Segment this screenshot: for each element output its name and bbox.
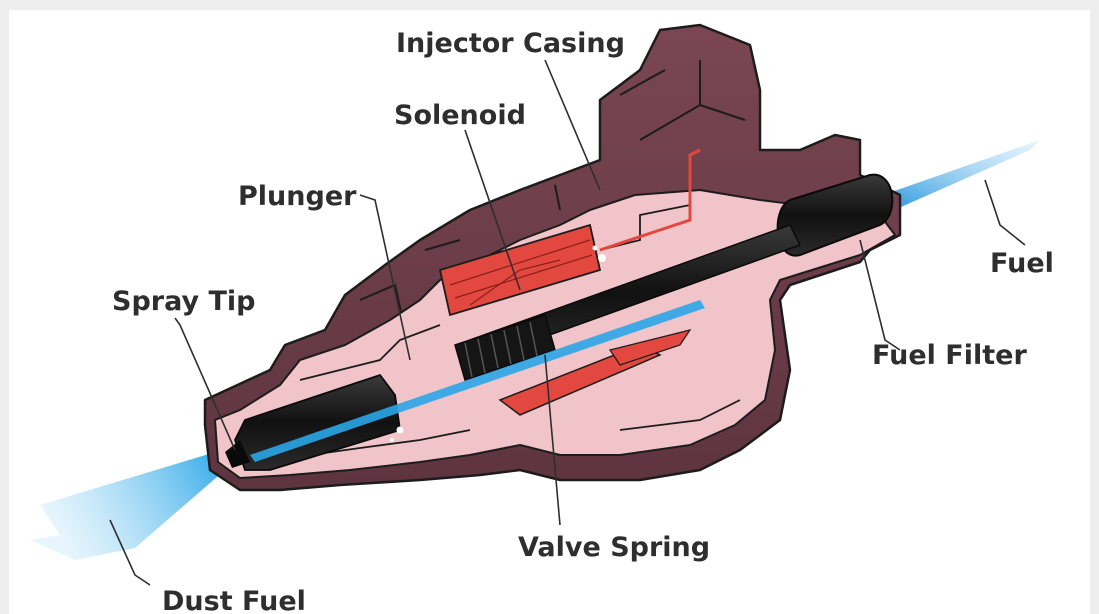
fuel-inlet-stream — [880, 140, 1040, 214]
label-plunger: Plunger — [238, 181, 357, 212]
leader-fuel — [985, 180, 1025, 245]
label-injector-casing: Injector Casing — [396, 28, 625, 59]
label-spray-tip: Spray Tip — [112, 286, 255, 317]
label-fuel-filter: Fuel Filter — [872, 340, 1027, 371]
label-valve-spring: Valve Spring — [518, 532, 710, 563]
label-fuel: Fuel — [990, 248, 1054, 279]
label-solenoid: Solenoid — [394, 100, 526, 131]
label-dust-fuel: Dust Fuel — [162, 586, 306, 614]
fuel-spray-cone — [30, 450, 225, 560]
